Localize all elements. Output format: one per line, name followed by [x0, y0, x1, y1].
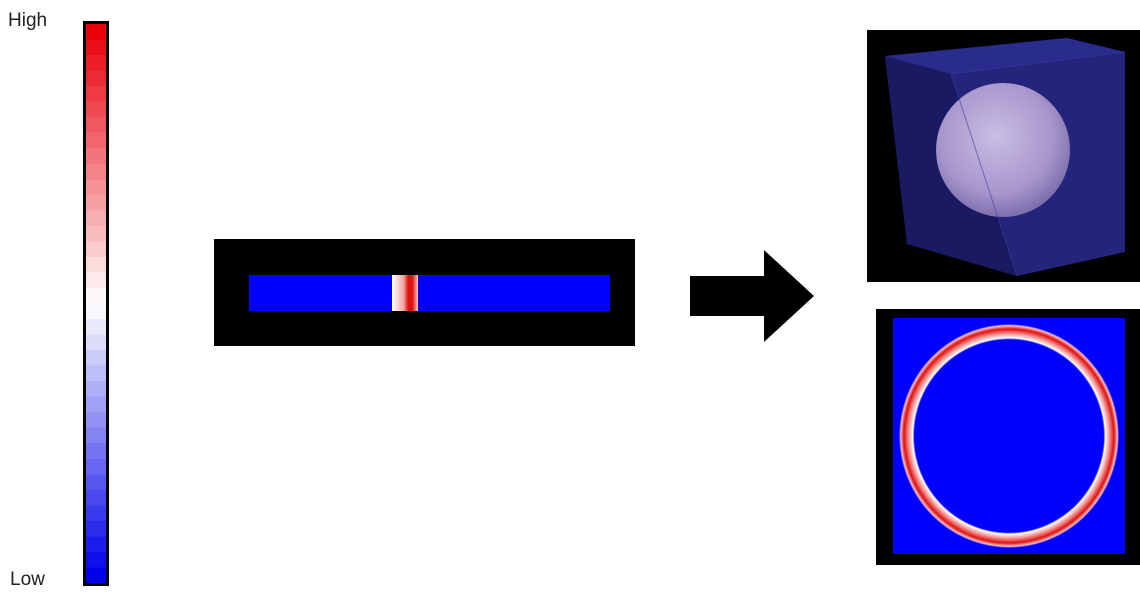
strip-blue-field	[249, 275, 610, 311]
label-low: Low	[10, 569, 45, 590]
slice-ring	[899, 324, 1119, 548]
interface-strip	[214, 239, 635, 346]
cube-top-face	[885, 38, 1125, 74]
right-arrow-icon	[690, 250, 814, 342]
slice-render-panel	[876, 309, 1140, 565]
slice-ring-render	[893, 318, 1125, 554]
colorbar	[83, 21, 109, 586]
cube-render-panel	[867, 30, 1140, 282]
strip-interface-band	[392, 275, 418, 311]
interface-strip-graphic	[249, 275, 610, 311]
sphere	[936, 83, 1070, 217]
colorbar-gradient	[86, 24, 106, 583]
label-high: High	[8, 10, 48, 31]
cube-sphere-render	[885, 38, 1126, 277]
